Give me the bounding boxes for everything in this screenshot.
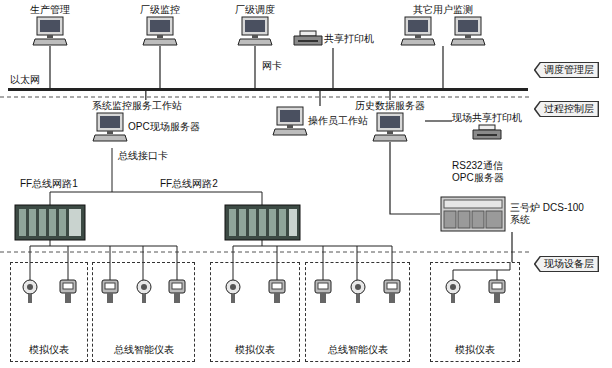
annotation-label: FF总线网路2 bbox=[160, 178, 218, 190]
node-label: 历史数据服务器 bbox=[355, 100, 425, 112]
node-label: 调度管理层 bbox=[544, 64, 594, 76]
node-label: OPC现场服务器 bbox=[128, 121, 200, 133]
computer-icon bbox=[372, 112, 408, 142]
network-node: 共享打印机 bbox=[292, 30, 374, 48]
network-node: 历史数据服务器 bbox=[355, 100, 425, 142]
dcs-cabinet-icon bbox=[440, 196, 506, 232]
device-group: 总线智能仪表 bbox=[305, 262, 410, 362]
network-link bbox=[442, 46, 443, 88]
network-link bbox=[159, 46, 160, 88]
node-label: 模拟仪表 bbox=[455, 344, 495, 356]
network-link bbox=[332, 48, 333, 88]
network-link bbox=[389, 91, 390, 100]
annotation-label: FF总线网路1 bbox=[20, 178, 78, 190]
instrument-icons bbox=[211, 277, 299, 305]
computer-icon bbox=[92, 112, 128, 142]
ethernet-bus: 以太网 bbox=[8, 88, 528, 91]
device-group: 模拟仪表 bbox=[430, 262, 520, 362]
network-node: 现场共享打印机 bbox=[452, 112, 522, 142]
layer-tag: 现场设备层 bbox=[534, 256, 599, 272]
node-label: 生产管理 bbox=[30, 4, 70, 16]
instrument-icons bbox=[306, 277, 409, 305]
node-label: 总线智能仪表 bbox=[114, 344, 174, 356]
node-label: 过程控制层 bbox=[544, 103, 594, 115]
network-link bbox=[254, 46, 255, 88]
node-label: 模拟仪表 bbox=[29, 344, 69, 356]
layer-separator bbox=[0, 97, 530, 252]
annotation-label: 网卡 bbox=[262, 60, 282, 72]
device-group: 模拟仪表 bbox=[10, 262, 88, 362]
annotation-label: RS232通信 bbox=[452, 160, 503, 172]
annotation-label: 总线接口卡 bbox=[118, 150, 168, 162]
annotation-label: OPC服务器 bbox=[452, 172, 504, 184]
instrument-icons bbox=[11, 277, 87, 305]
node-label: 厂级调度 bbox=[235, 4, 275, 16]
computer-pair-icon bbox=[400, 16, 486, 46]
network-link bbox=[319, 91, 320, 106]
network-node: 三号炉 DCS-100系统 bbox=[440, 196, 584, 232]
network-link bbox=[390, 142, 440, 214]
server-row: OPC现场服务器 bbox=[92, 112, 200, 142]
network-node: 系统监控服务工作站 OPC现场服务器 bbox=[92, 100, 200, 142]
computer-icon bbox=[142, 16, 178, 46]
instrument-icons bbox=[431, 277, 519, 305]
printer-icon bbox=[292, 30, 324, 48]
printer-icon bbox=[471, 124, 503, 142]
network-node: 生产管理 bbox=[30, 4, 70, 46]
node-label: 其它用户监测 bbox=[413, 4, 473, 16]
node-label: 模拟仪表 bbox=[235, 344, 275, 356]
network-node: 厂级监控 bbox=[140, 4, 180, 46]
network-link bbox=[145, 91, 146, 100]
plc-controller bbox=[15, 205, 300, 240]
device-group: 总线智能仪表 bbox=[92, 262, 195, 362]
node-label: 现场共享打印机 bbox=[452, 112, 522, 124]
node-label: 总线智能仪表 bbox=[328, 344, 388, 356]
network-node: 操作员工作站 bbox=[272, 106, 368, 136]
layer-tag: 调度管理层 bbox=[534, 62, 599, 78]
node-label: 共享打印机 bbox=[324, 33, 374, 45]
device-group: 模拟仪表 bbox=[210, 262, 300, 362]
node-label: 现场设备层 bbox=[544, 258, 594, 270]
node-label: 系统监控服务工作站 bbox=[92, 100, 182, 112]
instrument-icons bbox=[93, 277, 194, 305]
network-link bbox=[425, 120, 452, 121]
node-label: 以太网 bbox=[10, 74, 40, 86]
layer-tag: 过程控制层 bbox=[534, 101, 599, 117]
network-node: 其它用户监测 bbox=[400, 4, 486, 46]
computer-icon bbox=[32, 16, 68, 46]
network-link bbox=[511, 232, 512, 262]
node-label: 厂级监控 bbox=[140, 4, 180, 16]
node-label: 三号炉 DCS-100系统 bbox=[510, 202, 584, 226]
network-link bbox=[49, 46, 50, 88]
computer-icon bbox=[237, 16, 273, 46]
node-label: 操作员工作站 bbox=[308, 115, 368, 127]
computer-icon bbox=[272, 106, 308, 136]
network-node: 厂级调度 bbox=[235, 4, 275, 46]
